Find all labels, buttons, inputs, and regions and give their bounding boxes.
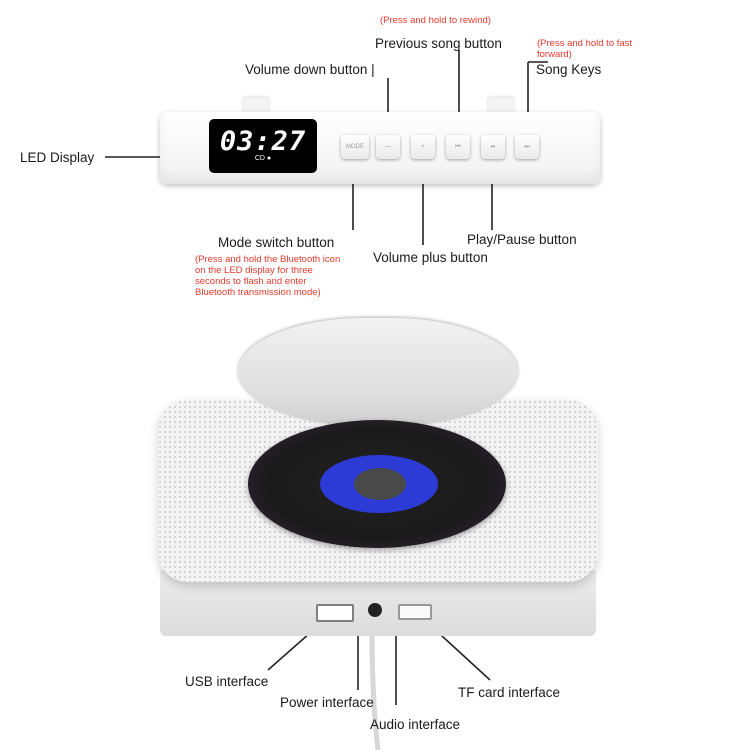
tf-card-slot[interactable] [398, 604, 432, 620]
song-keys-label: Song Keys [536, 62, 602, 77]
audio-cable [369, 627, 381, 750]
transparent-lid [238, 318, 518, 426]
fast-forward-note: (Press and hold to fast forward) [537, 38, 633, 60]
usb-label: USB interface [185, 674, 269, 689]
led-display-label: LED Display [20, 150, 95, 165]
disc-hub [354, 468, 406, 500]
power-label: Power interface [280, 695, 374, 710]
power-jack[interactable] [368, 603, 382, 617]
rewind-note: (Press and hold to rewind) [380, 15, 491, 26]
player-body [158, 400, 598, 582]
strip-tab-right [488, 98, 514, 112]
mode-button[interactable]: MODE [341, 135, 369, 159]
bluetooth-note: (Press and hold the Bluetooth icon on th… [195, 254, 341, 298]
led-time: 03:27 [219, 126, 307, 157]
volume-plus-button[interactable]: + [411, 135, 435, 159]
mode-switch-label: Mode switch button [218, 235, 335, 250]
led-cd-bluetooth-indicator[interactable]: CD ● [254, 155, 272, 162]
audio-label: Audio interface [370, 717, 461, 732]
volume-down-label: Volume down button | [245, 62, 375, 77]
tf-card-label: TF card interface [458, 685, 561, 700]
led-display: 03:27 CD ● [209, 119, 317, 173]
play-pause-label: Play/Pause button [467, 232, 577, 247]
usb-port[interactable] [316, 604, 354, 622]
strip-tab-left [243, 98, 269, 112]
volume-plus-label: Volume plus button [373, 250, 488, 265]
previous-song-button[interactable]: ⏮ [446, 135, 470, 159]
volume-down-button[interactable]: — [376, 135, 400, 159]
play-pause-button[interactable]: ⏯ [481, 135, 505, 159]
previous-song-label: Previous song button [375, 36, 502, 51]
next-song-button[interactable]: ⏭ [515, 135, 539, 159]
